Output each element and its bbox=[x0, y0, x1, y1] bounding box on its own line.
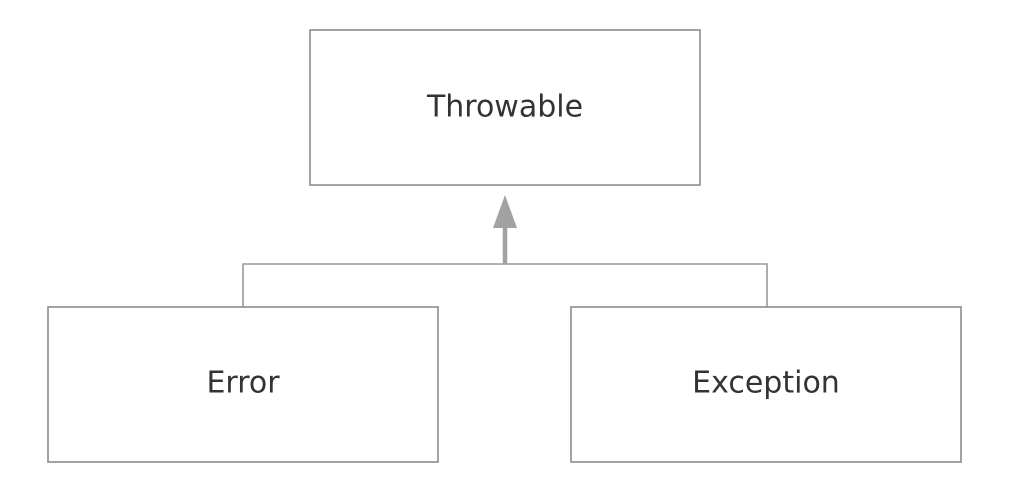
node-exception-label: Exception bbox=[692, 366, 840, 401]
node-throwable: Throwable bbox=[309, 29, 701, 186]
connector-bracket bbox=[242, 263, 768, 307]
node-throwable-box bbox=[309, 29, 701, 186]
node-error-box bbox=[47, 306, 439, 463]
node-error: Error bbox=[47, 306, 439, 463]
node-throwable-label: Throwable bbox=[426, 90, 583, 125]
inheritance-arrow-head bbox=[493, 195, 517, 228]
inheritance-connector bbox=[242, 195, 768, 307]
node-error-label: Error bbox=[206, 366, 280, 401]
node-exception: Exception bbox=[570, 306, 962, 463]
node-exception-box bbox=[570, 306, 962, 463]
